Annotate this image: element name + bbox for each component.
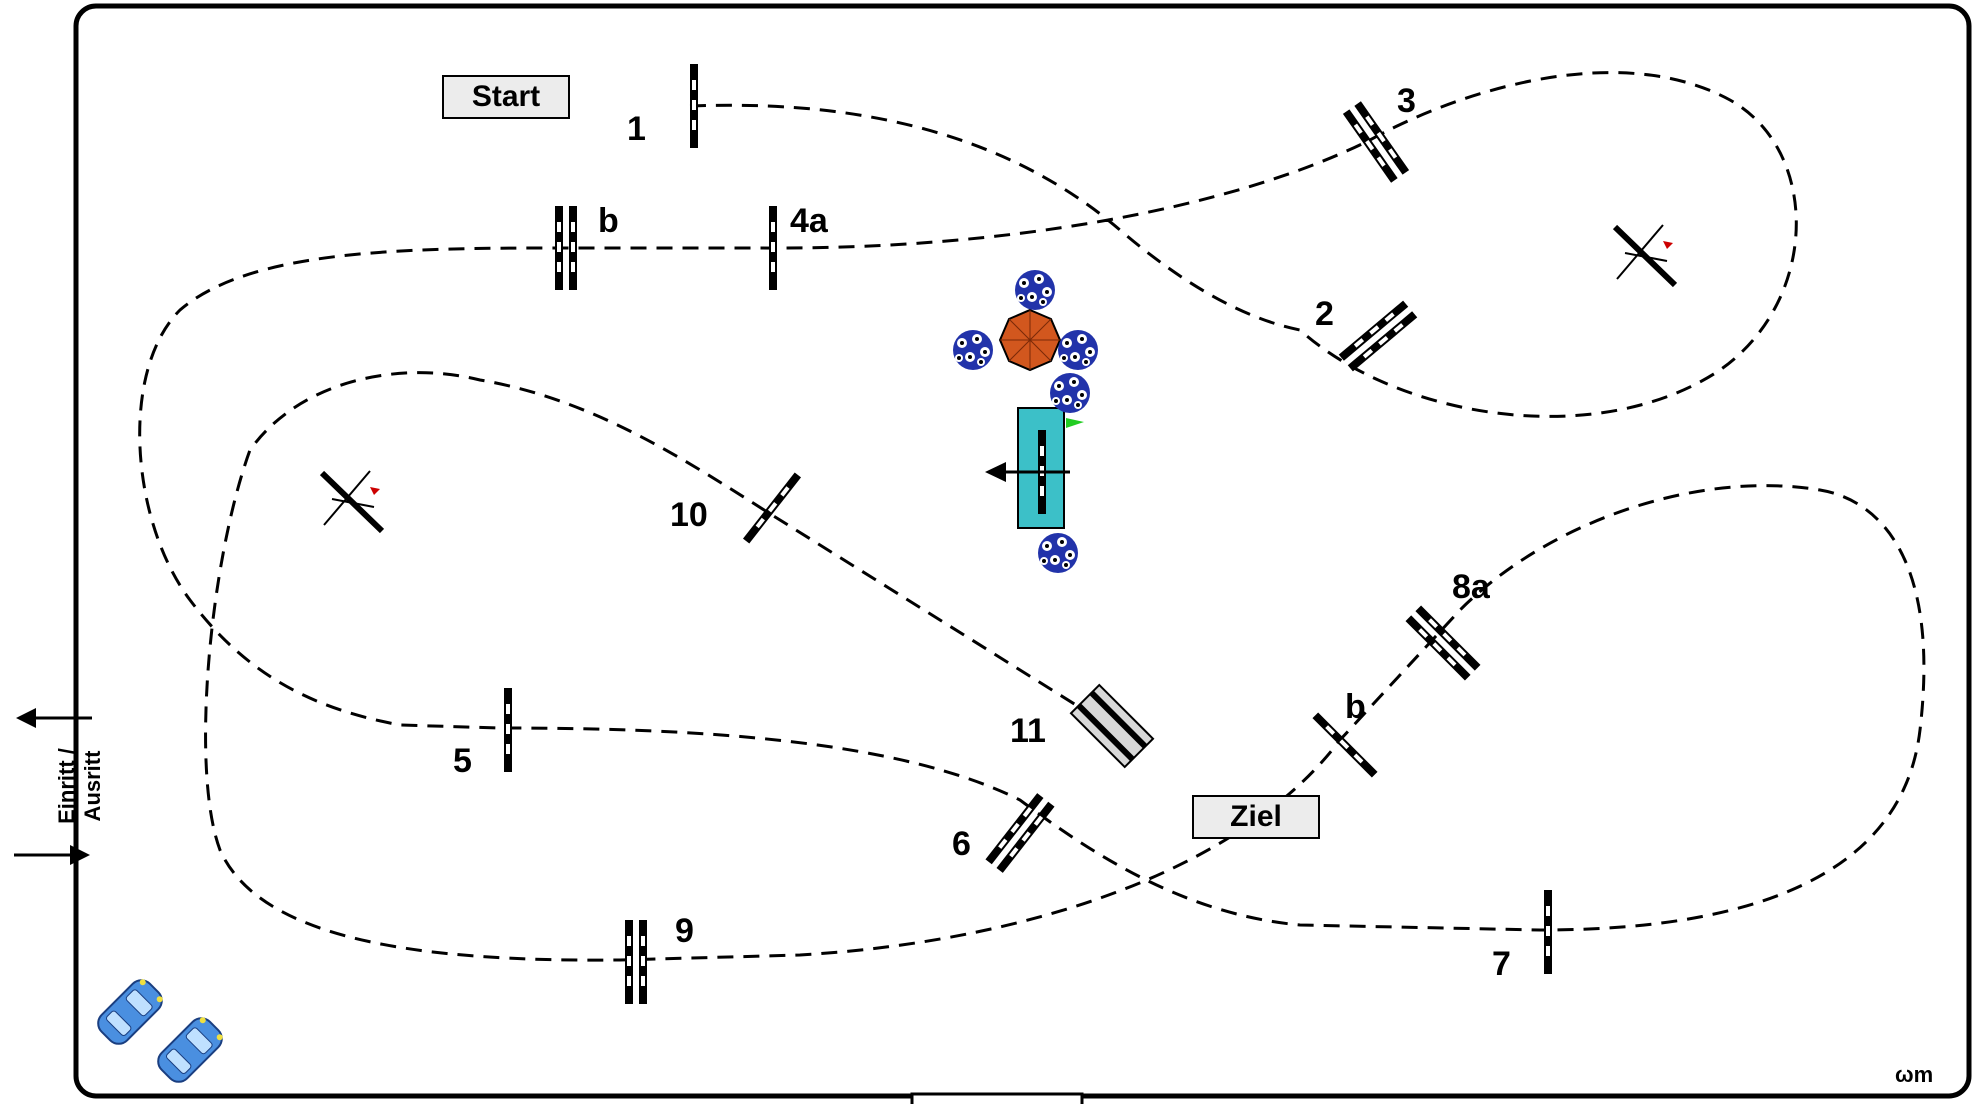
crossed-poles-flag-1 bbox=[1612, 224, 1678, 288]
flower-pot-icon bbox=[1058, 330, 1098, 370]
gate-8a-obstacle bbox=[1406, 606, 1481, 681]
gate-1-label: 1 bbox=[627, 110, 646, 148]
flower-pot-icon bbox=[1015, 270, 1055, 310]
flag-icon bbox=[1066, 418, 1084, 428]
finish-label: Ziel bbox=[1230, 800, 1282, 833]
finish-box bbox=[1192, 795, 1320, 839]
crossed-poles-flag-2 bbox=[319, 470, 385, 534]
gate-5-obstacle bbox=[504, 688, 512, 772]
course-line-1 bbox=[138, 71, 1926, 962]
gate-4a-obstacle bbox=[769, 206, 777, 290]
gate-11-label: 11 bbox=[1010, 712, 1046, 750]
flower-pot-icon bbox=[1050, 373, 1090, 413]
gate-4a-label: 4a bbox=[790, 202, 829, 240]
gate-1-obstacle bbox=[690, 64, 698, 148]
gate-2-label: 2 bbox=[1315, 295, 1334, 333]
gate-3-label: 3 bbox=[1397, 82, 1416, 120]
arena-border bbox=[73, 3, 1972, 1099]
umbrella-icon bbox=[998, 308, 1062, 372]
flower-pot-icon bbox=[953, 330, 993, 370]
arrow-icon bbox=[70, 845, 90, 865]
start-label: Start bbox=[472, 80, 540, 113]
arrow-icon bbox=[985, 462, 1006, 482]
gate-11-bridge bbox=[1069, 683, 1155, 769]
arena-gate bbox=[910, 1092, 1084, 1104]
gate-6-label: 6 bbox=[952, 825, 971, 863]
entry-label-line1: Einritt / bbox=[54, 748, 79, 824]
gate-8a-label: 8a bbox=[1452, 568, 1491, 606]
gate-4b-label: b bbox=[598, 202, 619, 240]
gate-7-label: 7 bbox=[1492, 945, 1511, 983]
arrow-icon bbox=[16, 708, 36, 728]
gate-9-obstacle bbox=[625, 920, 647, 1004]
entry-label-line2: Ausritt bbox=[80, 750, 105, 822]
gate-6-obstacle bbox=[985, 793, 1054, 873]
gate-10-label: 10 bbox=[670, 496, 708, 534]
signature: ωm bbox=[1895, 1062, 1933, 1087]
gate-10-obstacle bbox=[742, 472, 802, 544]
gate-9-label: 9 bbox=[675, 912, 694, 950]
car-icon bbox=[92, 974, 168, 1050]
gate-8b-label: b bbox=[1345, 688, 1366, 726]
car-icon bbox=[152, 1012, 228, 1088]
start-box bbox=[442, 75, 570, 119]
gate-7-obstacle bbox=[1544, 890, 1552, 974]
flower-pot-icon bbox=[1038, 533, 1078, 573]
gate-5-label: 5 bbox=[453, 742, 472, 780]
gate-2-obstacle bbox=[1339, 301, 1417, 372]
